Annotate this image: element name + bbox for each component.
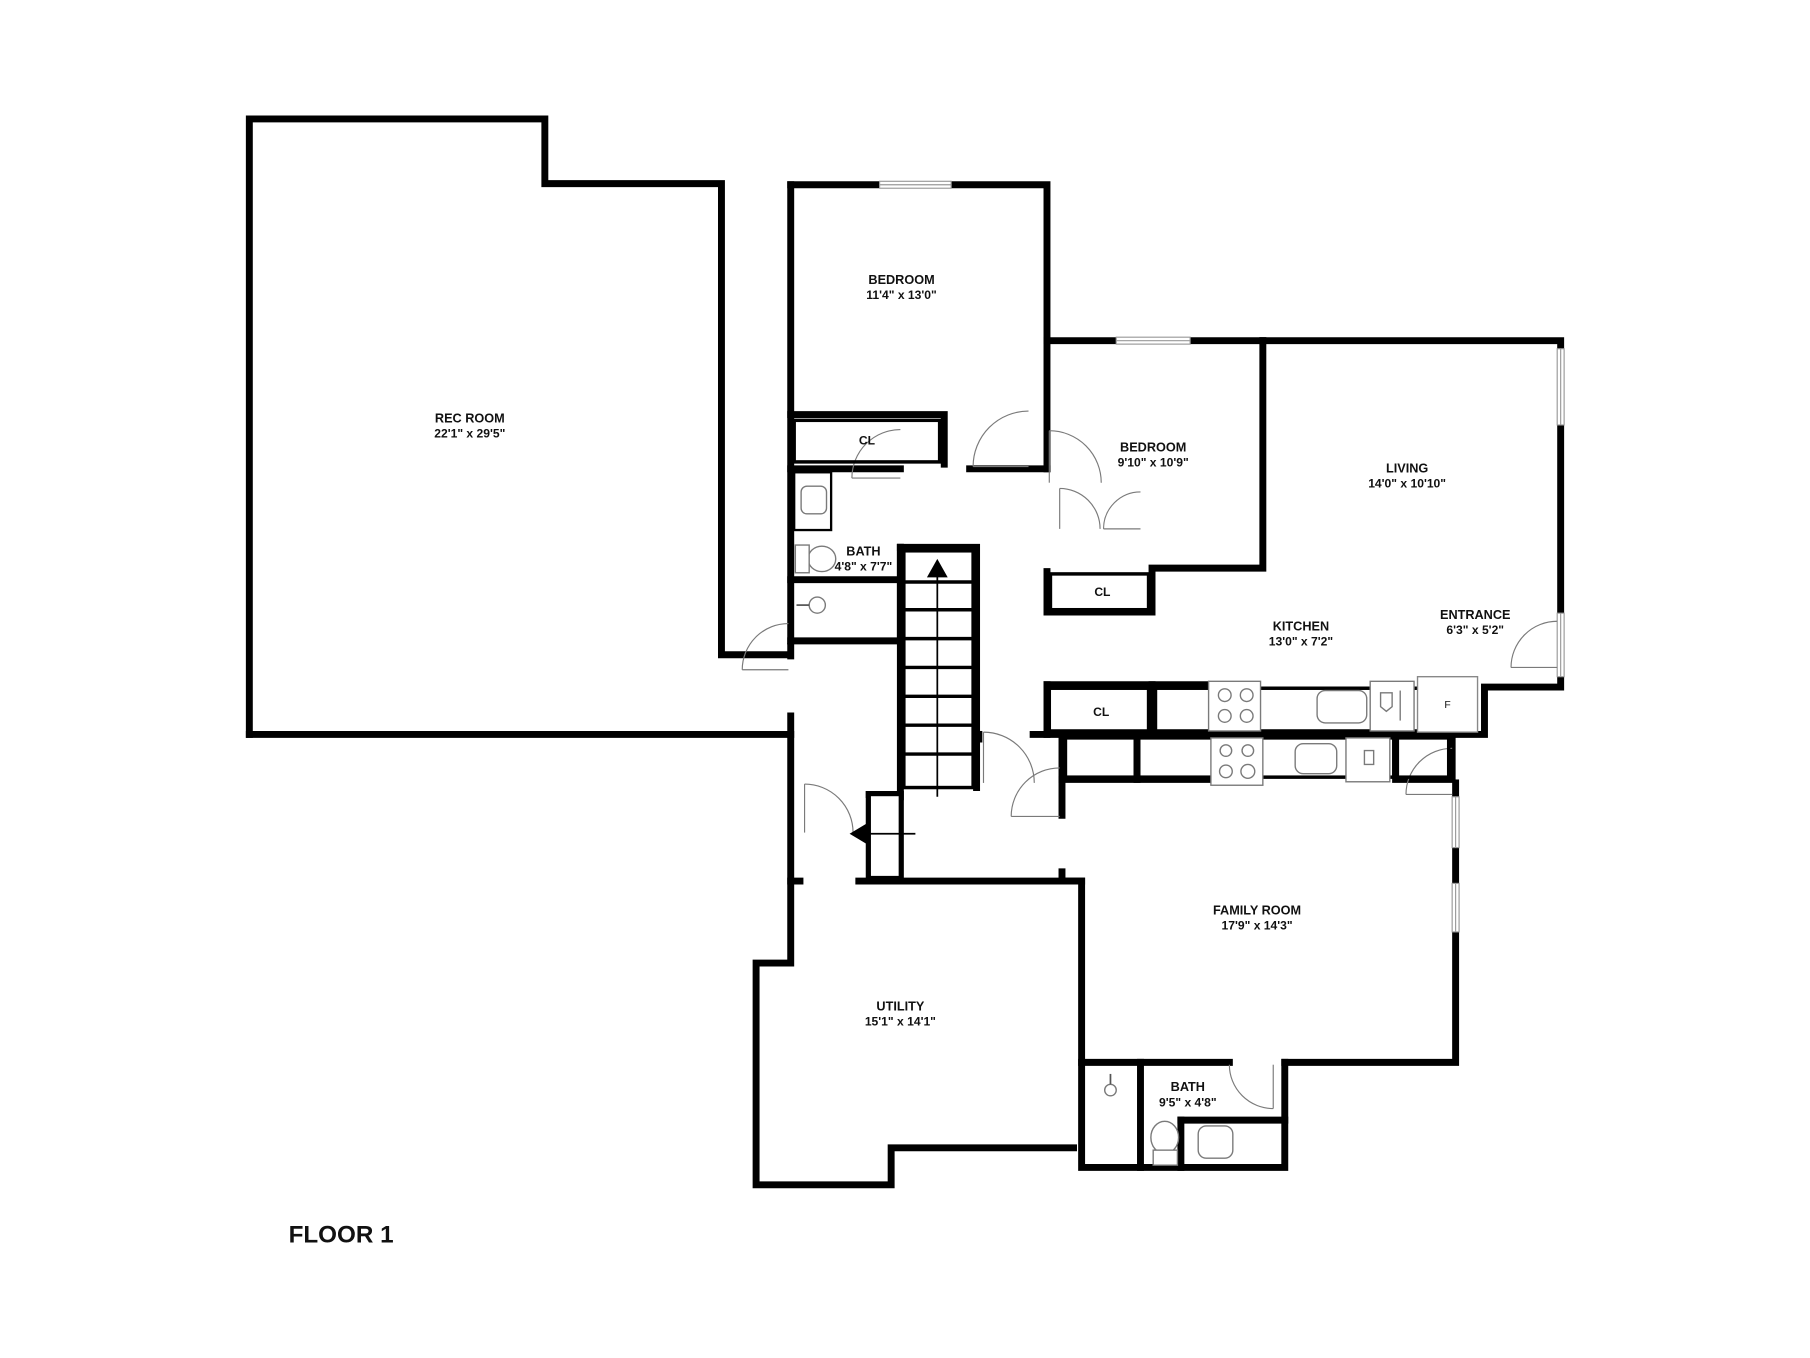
room-name: BEDROOM — [1120, 441, 1186, 455]
room-dimensions: 17'9" x 14'3" — [1222, 919, 1293, 933]
room-dimensions: 9'10" x 10'9" — [1118, 456, 1189, 470]
stove-icon — [1207, 680, 1262, 732]
sink-icon — [1197, 1125, 1234, 1159]
room-dimensions: 11'4" x 13'0" — [866, 288, 936, 302]
up-arrow-icon — [926, 558, 948, 578]
wall-segment — [1281, 929, 1460, 1066]
shower-icon — [1104, 1083, 1117, 1097]
room-name: FAMILY ROOM — [1213, 904, 1301, 918]
room-dimensions: 22'1" x 29'5" — [434, 427, 505, 441]
kitchen-upper-counter — [1153, 675, 1479, 733]
fridge-icon — [1416, 675, 1479, 733]
stove-icon — [1210, 737, 1264, 786]
wall-segment — [896, 543, 981, 792]
kitchen-lower-counter — [1063, 736, 1451, 786]
room-name: REC ROOM — [435, 412, 505, 426]
closet-label: CL — [859, 434, 876, 448]
sink-icon — [800, 485, 828, 515]
wall-segment — [1448, 675, 1565, 738]
room-name: UTILITY — [876, 999, 924, 1013]
staircase-main — [902, 549, 975, 797]
room-name: KITCHEN — [1273, 619, 1329, 633]
room-dimensions: 4'8" x 7'7" — [835, 559, 893, 573]
sink-icon — [1316, 689, 1368, 724]
room-dimensions: 9'5" x 4'8" — [1159, 1095, 1217, 1109]
closet-bedroom-1 — [792, 418, 942, 464]
bath-2-fixtures — [1104, 1073, 1234, 1166]
wall-segment — [787, 411, 948, 468]
room-name: BEDROOM — [868, 273, 934, 287]
room-name: BATH — [846, 544, 880, 558]
closet-kitchen — [1047, 686, 1151, 733]
wall-segment — [752, 730, 1077, 1189]
shower-icon — [808, 596, 827, 614]
wall-segment — [1043, 337, 1267, 616]
doors — [741, 410, 1558, 1110]
room-name: ENTRANCE — [1440, 608, 1510, 622]
door-swing — [741, 622, 789, 671]
room-label-kitchen: KITCHEN 13'0" x 7'2" — [1269, 619, 1333, 648]
door-swing — [803, 783, 854, 833]
room-dimensions: 15'1" x 14'1" — [865, 1014, 936, 1028]
door-swing — [1059, 487, 1101, 529]
wall-segment — [1259, 337, 1565, 350]
door-swing — [1102, 491, 1141, 530]
door-swing — [1510, 620, 1558, 669]
staircase-lower — [849, 792, 916, 880]
room-dimensions: 6'3" x 5'2" — [1446, 623, 1504, 637]
bath-1-fixtures — [793, 471, 837, 614]
room-dimensions: 14'0" x 10'10" — [1368, 476, 1446, 490]
closet-label: CL — [1093, 705, 1110, 719]
window — [1115, 336, 1191, 345]
window — [879, 180, 952, 189]
left-arrow-icon — [849, 823, 867, 845]
floor-title: FLOOR 1 — [289, 1222, 394, 1249]
wall-segment — [245, 115, 792, 738]
closet-label: CL — [1094, 585, 1111, 599]
door-swing — [982, 731, 1035, 783]
door-swing — [1048, 430, 1102, 483]
windows — [879, 180, 1565, 933]
door-swing — [1405, 747, 1453, 796]
toilet-icon — [807, 545, 837, 573]
door-swing — [851, 428, 901, 479]
window — [1451, 796, 1460, 849]
room-dimensions: 13'0" x 7'2" — [1269, 635, 1333, 649]
toilet-icon — [1150, 1120, 1180, 1155]
sink-icon — [1294, 742, 1338, 775]
closet-bedroom-2 — [1048, 572, 1151, 612]
window — [1556, 348, 1565, 426]
window — [1451, 882, 1460, 933]
closet-labels: CL CL CL F — [859, 434, 1451, 719]
door-swing — [1010, 767, 1060, 817]
fridge-label: F — [1444, 700, 1450, 711]
window — [1556, 612, 1565, 678]
room-name: LIVING — [1386, 461, 1428, 475]
door-swing — [1228, 1064, 1274, 1110]
room-name: BATH — [1171, 1080, 1205, 1094]
door-swing — [972, 410, 1029, 468]
